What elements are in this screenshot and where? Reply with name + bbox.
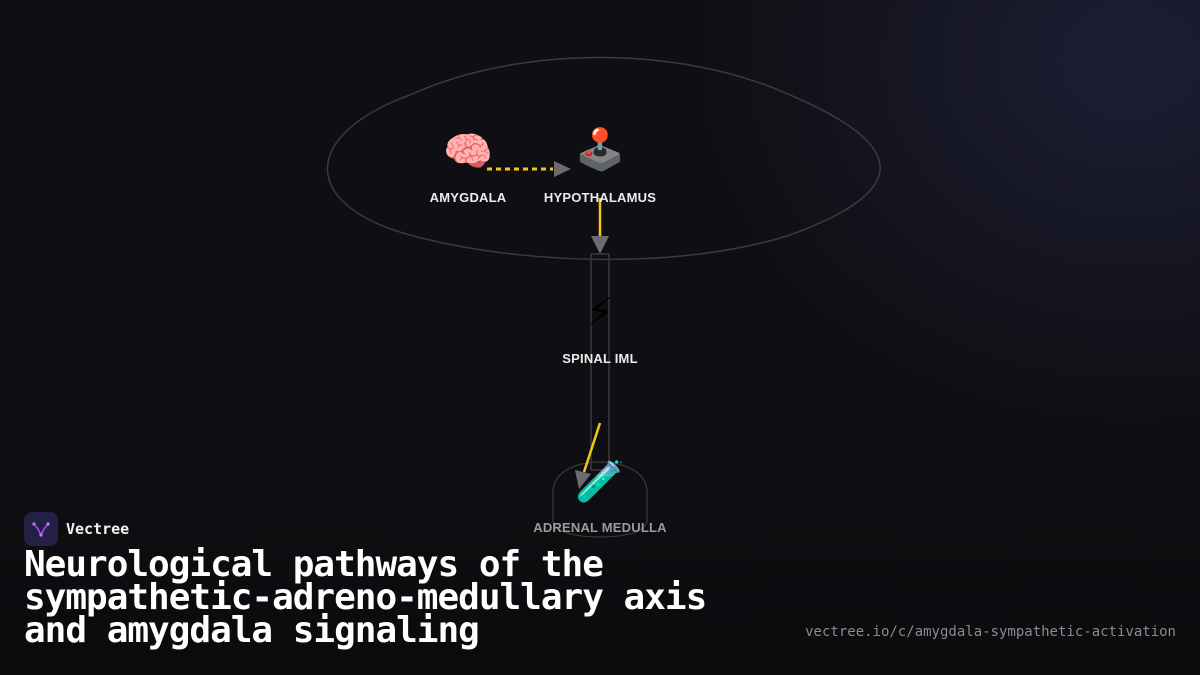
node-label-adrenal-medulla: ADRENAL MEDULLA [533,520,667,535]
source-url[interactable]: vectree.io/c/amygdala-sympathetic-activa… [805,624,1176,640]
lightning-icon: ⚡ [585,290,615,336]
brand[interactable]: Vectree [24,512,129,546]
test-tube-icon: 🧪 [575,459,625,505]
adrenal-gland-outline [552,461,648,538]
node-label-hypothalamus: HYPOTHALAMUS [543,190,657,205]
brain-icon: 🧠 [443,129,493,175]
page-title: Neurological pathways of the sympathetic… [24,544,707,651]
vectree-logo-icon [24,512,58,546]
node-label-amygdala: AMYGDALA [429,190,507,205]
edge-amygdala-hypothalamus-arrowhead [554,161,571,177]
brand-name: Vectree [66,520,130,538]
brain-region-outline [326,56,881,261]
edge-hypothalamus-spinal-arrowhead [591,236,609,254]
node-label-spinal-iml: SPINAL IML [562,351,638,366]
joystick-icon: 🕹️ [575,127,625,173]
edge-spinal-adrenal-arrowhead [575,470,591,489]
edge-spinal-adrenal [582,422,602,473]
